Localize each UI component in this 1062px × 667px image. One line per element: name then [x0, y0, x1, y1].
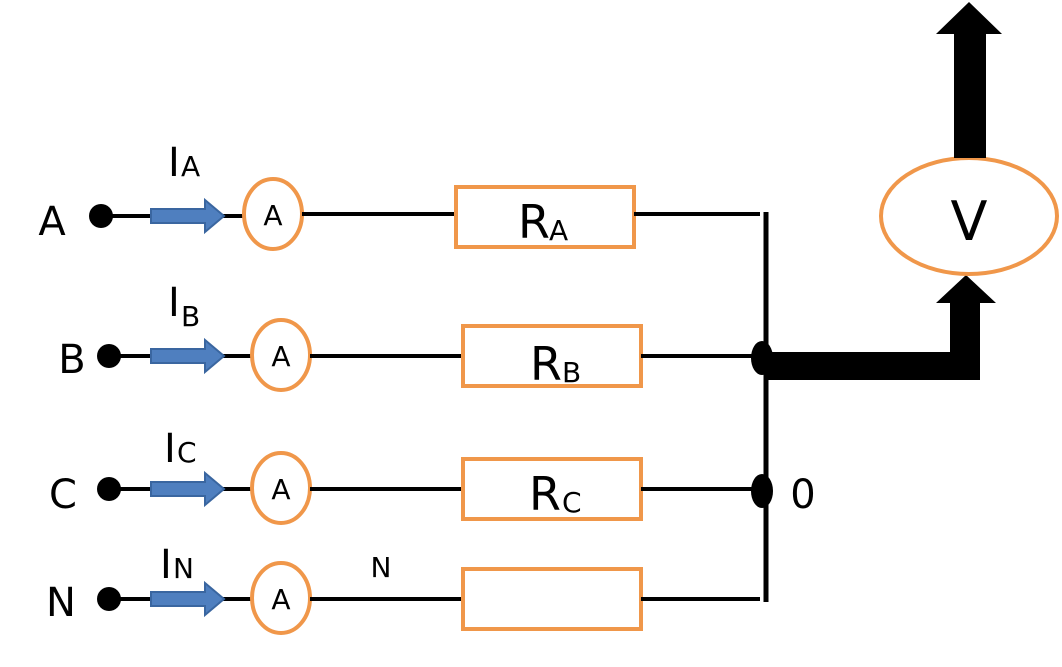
phase-c-row: C I C A R C [49, 426, 760, 525]
phase-a-row: A I A A R A [38, 140, 760, 251]
current-b-sub: B [181, 300, 200, 333]
current-n-main: I [160, 542, 172, 588]
voltmeter-label: V [951, 190, 988, 253]
neutral-point-label: 0 [790, 472, 815, 518]
ammeter-c-label: A [271, 473, 290, 506]
resistor-c [461, 457, 643, 521]
current-arrow-a-icon [150, 197, 226, 235]
current-arrow-b-icon [150, 337, 226, 375]
resistor-b-main: R [530, 337, 562, 391]
ammeter-a-label: A [263, 199, 282, 232]
current-arrow-c-icon [150, 470, 226, 508]
neutral-wire-label: N [371, 551, 392, 584]
ammeter-n-label: A [271, 583, 290, 616]
terminal-c-label: C [49, 472, 77, 518]
current-arrow-n-icon [150, 580, 226, 618]
resistor-n [461, 567, 643, 631]
current-b-main: I [168, 280, 180, 326]
resistor-b [461, 324, 643, 388]
resistor-a [454, 185, 636, 249]
voltmeter-output-arrow-icon [936, 2, 1002, 158]
terminal-b-label: B [58, 337, 85, 383]
resistor-a-sub: A [549, 214, 568, 247]
neutral-row: N I N A N [46, 542, 760, 635]
phase-b-row: B I B A R B [58, 280, 760, 392]
current-a-sub: A [181, 150, 200, 183]
current-a-main: I [168, 140, 180, 186]
ammeter-b-label: A [271, 340, 290, 373]
current-c-sub: C [177, 436, 197, 469]
current-c-main: I [164, 426, 176, 472]
neutral-point-dot [751, 474, 773, 508]
terminal-n-label: N [46, 580, 76, 626]
resistor-c-sub: C [562, 486, 582, 519]
resistor-a-main: R [518, 195, 550, 249]
current-n-sub: N [173, 552, 194, 585]
voltmeter-input-arrow-icon [766, 275, 996, 380]
terminal-a-label: A [38, 199, 66, 245]
resistor-c-main: R [529, 467, 561, 521]
resistor-b-sub: B [562, 356, 581, 389]
